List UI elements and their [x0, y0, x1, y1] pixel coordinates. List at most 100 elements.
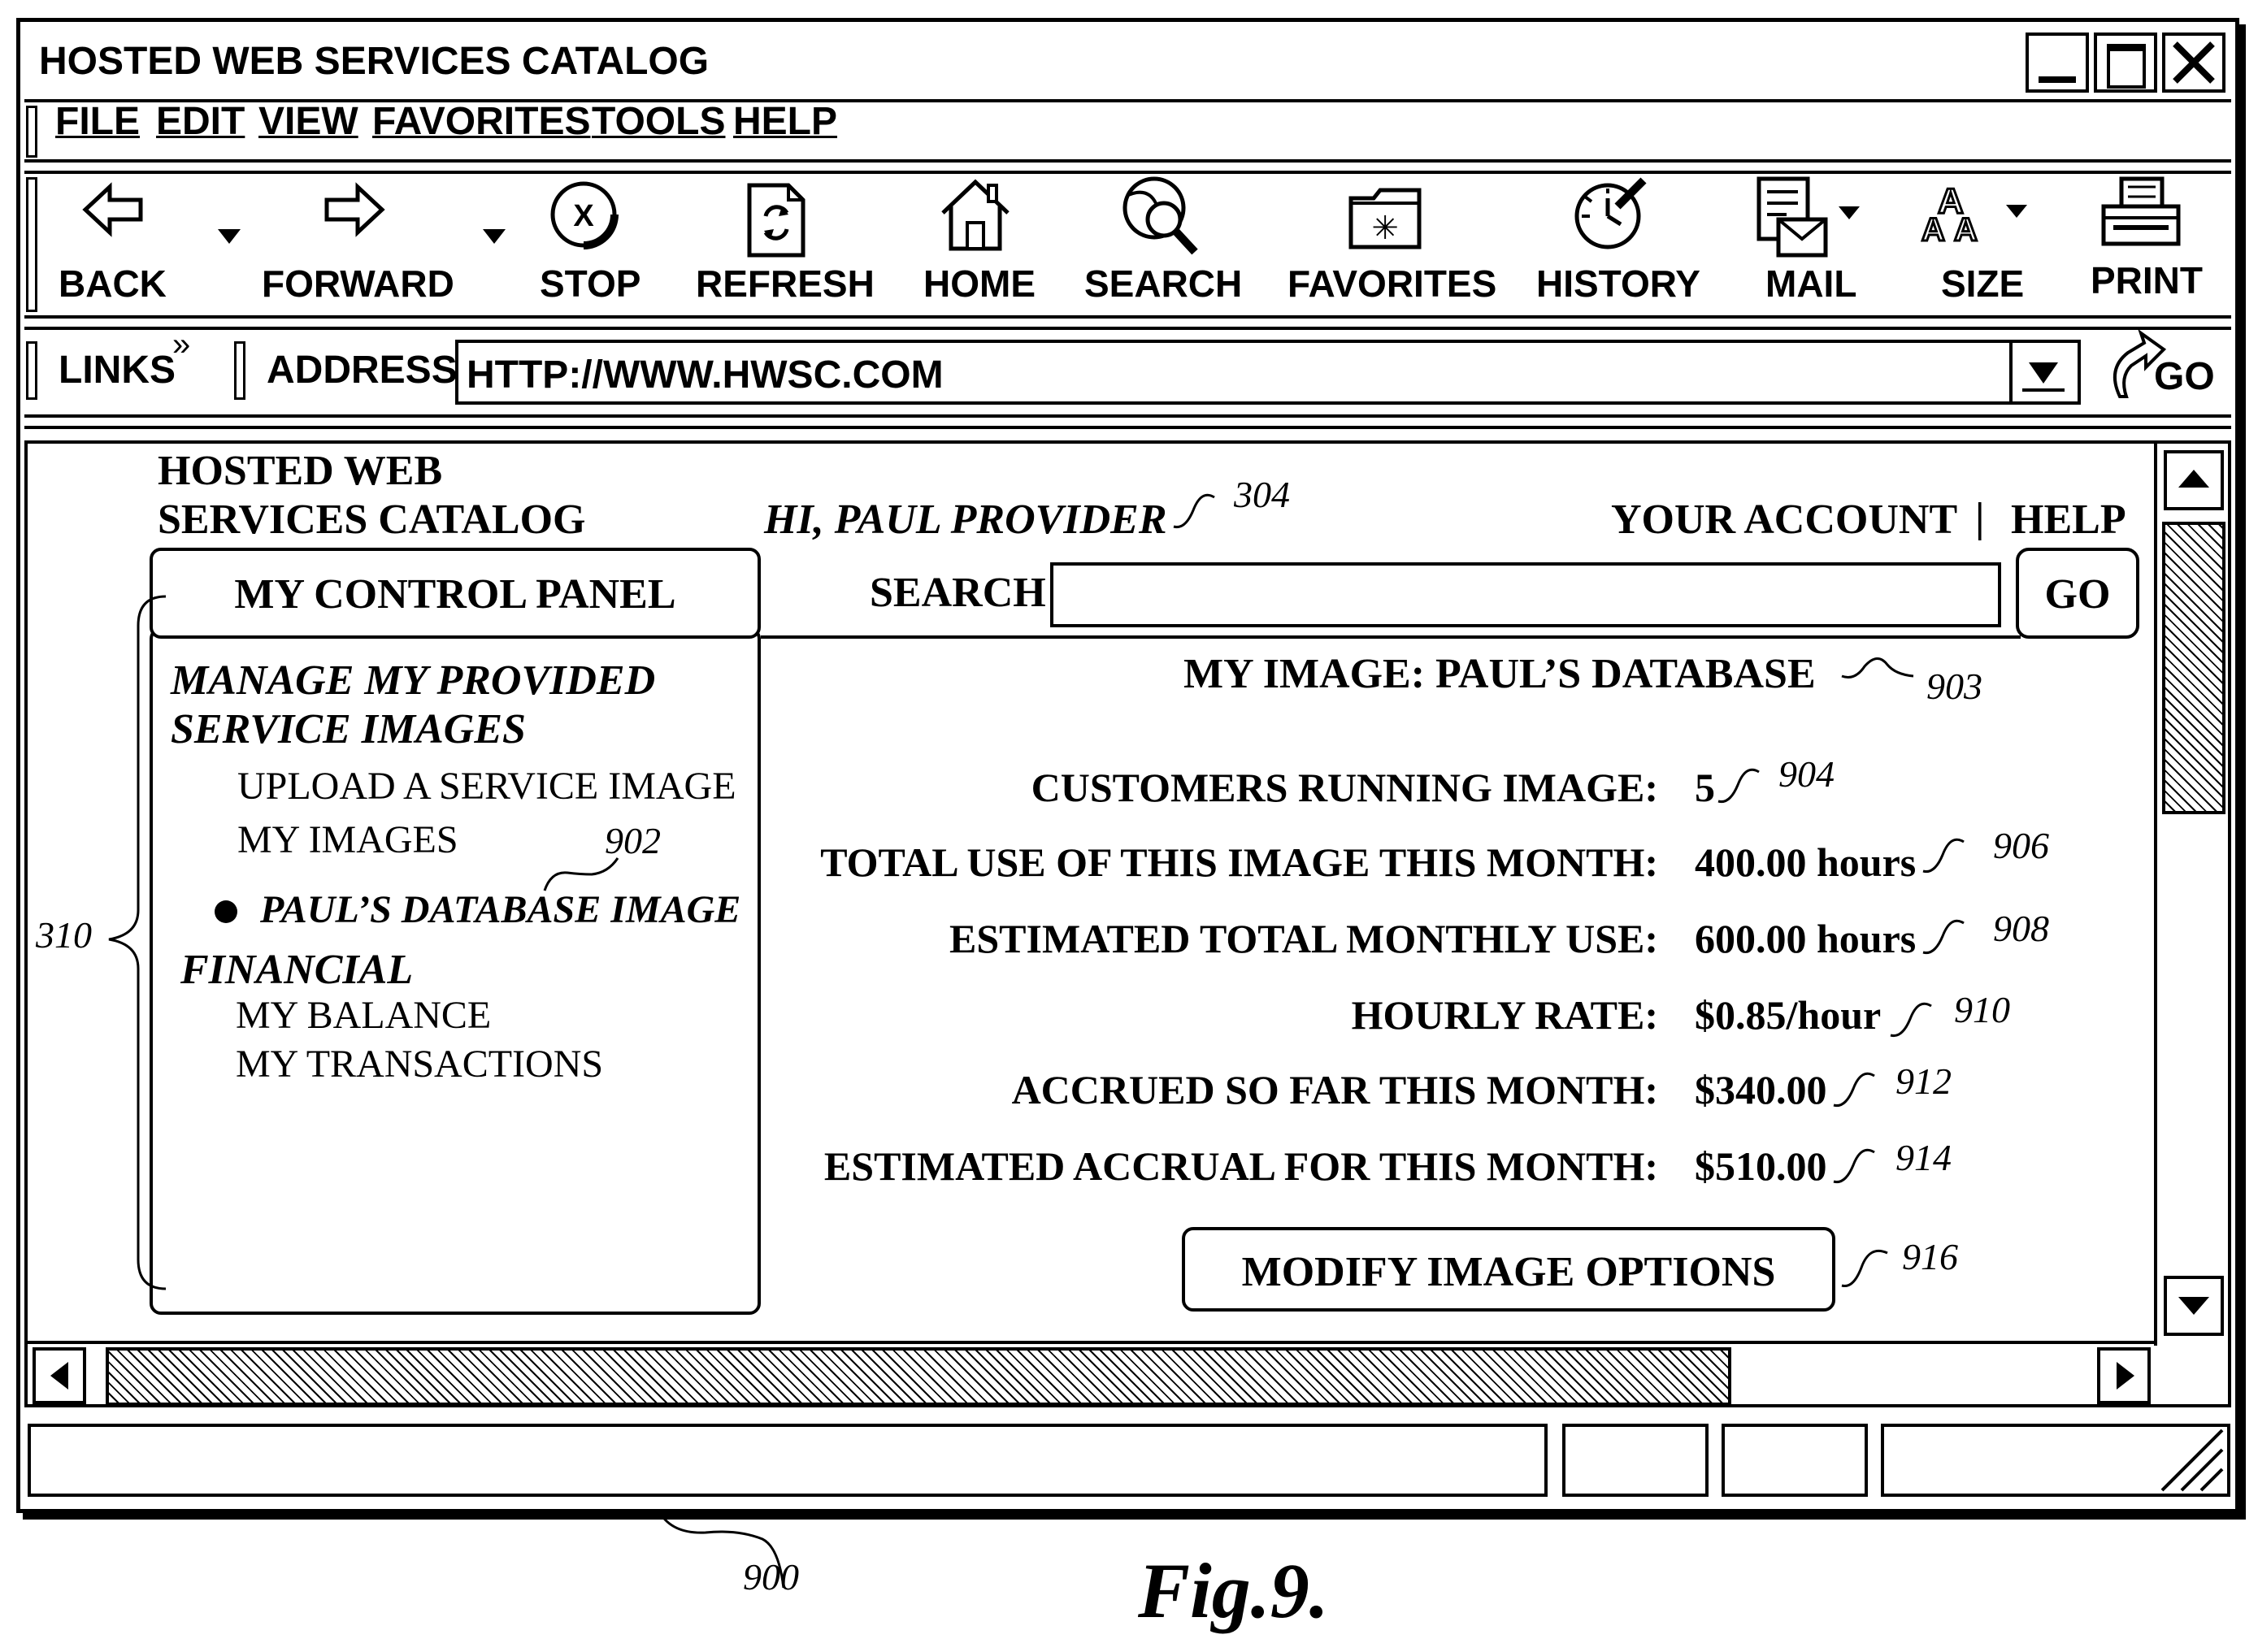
mail-icon[interactable] — [1751, 174, 1865, 263]
printer-icon[interactable] — [2097, 174, 2186, 255]
toolbar-mail-label[interactable]: MAIL — [1765, 262, 1856, 306]
back-arrow-icon[interactable] — [77, 177, 150, 242]
toolbar-search-label[interactable]: SEARCH — [1084, 262, 1242, 306]
status-bar-pane-3 — [1881, 1424, 2230, 1497]
menu-tools[interactable]: TOOLS — [592, 99, 725, 144]
ref-label-910: 910 — [1954, 988, 2010, 1031]
toolbar-stop-label[interactable]: STOP — [540, 262, 640, 306]
ref-leader-304 — [1170, 484, 1235, 533]
sidebar-section-services-line-1: MANAGE MY PROVIDED — [171, 657, 655, 705]
address-url: HTTP://WWW.HWSC.COM — [467, 353, 944, 397]
ref-label-310: 310 — [36, 913, 92, 956]
figure-caption: Fig.9. — [1138, 1546, 1329, 1636]
links-label[interactable]: LINKS — [59, 348, 176, 392]
resize-grip-icon[interactable] — [2138, 1425, 2227, 1494]
horizontal-scrollbar[interactable] — [28, 1341, 2154, 1409]
menu-favorites[interactable]: FAVORITES — [372, 99, 590, 144]
sidebar-section-services-line-2: SERVICE IMAGES — [171, 705, 526, 753]
toolbar-forward-label[interactable]: FORWARD — [262, 262, 454, 306]
sidebar-item-transactions[interactable]: MY TRANSACTIONS — [236, 1042, 603, 1086]
links-grip — [26, 341, 37, 400]
menu-file-label: FILE — [55, 100, 140, 143]
ref-label-906: 906 — [1993, 824, 2049, 867]
scroll-left-icon — [36, 1351, 85, 1401]
text-size-icon[interactable]: AAA — [1920, 176, 2034, 257]
address-label: ADDRESS — [267, 348, 458, 392]
tab-baseline — [761, 635, 2021, 639]
control-panel-label: MY CONTROL PANEL — [153, 570, 758, 618]
address-dropdown-button[interactable] — [2009, 343, 2078, 401]
image-title: MY IMAGE: PAUL’S DATABASE — [1183, 650, 1816, 698]
menu-favorites-label: FAVORITES — [372, 100, 590, 143]
ref-leader-908 — [1920, 910, 1985, 959]
scroll-right-icon — [2100, 1351, 2149, 1401]
horizontal-scroll-thumb[interactable] — [106, 1347, 1731, 1406]
modify-image-options-button[interactable]: MODIFY IMAGE OPTIONS — [1182, 1227, 1835, 1312]
scroll-right-button[interactable] — [2097, 1347, 2151, 1404]
window-title: HOSTED WEB SERVICES CATALOG — [39, 39, 709, 84]
selected-bullet — [215, 900, 237, 923]
menu-file[interactable]: FILE — [55, 99, 140, 144]
refresh-icon[interactable] — [741, 180, 814, 262]
toolbar-grip — [26, 177, 37, 312]
forward-arrow-icon[interactable] — [317, 177, 390, 242]
scroll-left-button[interactable] — [33, 1347, 86, 1404]
chevron-down-icon — [2014, 345, 2071, 401]
ref-leader-906 — [1920, 829, 1985, 878]
help-link[interactable]: HELP — [2011, 496, 2126, 544]
history-clock-icon[interactable] — [1569, 174, 1650, 255]
minimize-icon — [2039, 76, 2076, 83]
status-bar-main — [28, 1424, 1548, 1497]
search-globe-icon[interactable] — [1115, 171, 1205, 260]
favorites-folder-icon[interactable]: ✳ — [1344, 180, 1426, 254]
toolbar-refresh-label[interactable]: REFRESH — [696, 262, 875, 306]
minimize-button[interactable] — [2026, 33, 2089, 93]
close-icon — [2165, 36, 2222, 89]
search-input[interactable] — [1050, 562, 2001, 627]
address-input[interactable]: HTTP://WWW.HWSC.COM — [455, 340, 2081, 405]
stop-icon[interactable]: X — [543, 174, 624, 255]
sidebar-item-balance[interactable]: MY BALANCE — [236, 993, 491, 1038]
ref-label-904: 904 — [1778, 752, 1835, 796]
sidebar-item-pauls-database-image[interactable]: PAUL’S DATABASE IMAGE — [260, 887, 740, 932]
toolbar-home-label[interactable]: HOME — [923, 262, 1036, 306]
menu-view[interactable]: VIEW — [258, 99, 358, 144]
address-go-label: GO — [2154, 354, 2215, 399]
svg-text:X: X — [573, 199, 594, 233]
maximize-button[interactable] — [2094, 33, 2157, 93]
address-go-button[interactable]: GO — [2104, 328, 2225, 401]
control-panel-tab[interactable]: MY CONTROL PANEL — [150, 548, 761, 639]
your-account-link[interactable]: YOUR ACCOUNT — [1611, 496, 1957, 544]
ref-label-902: 902 — [605, 819, 661, 862]
sidebar-item-my-images[interactable]: MY IMAGES — [237, 817, 458, 862]
vertical-scrollbar[interactable] — [2154, 444, 2231, 1346]
links-chevron-icon[interactable]: » — [172, 327, 190, 363]
brand-line-1: HOSTED WEB — [158, 447, 442, 495]
ref-leader-916 — [1839, 1237, 1904, 1294]
toolbar-history-label[interactable]: HISTORY — [1536, 262, 1700, 306]
menu-tools-label: TOOLS — [592, 100, 725, 143]
search-go-button[interactable]: GO — [2016, 548, 2139, 639]
close-button[interactable] — [2162, 33, 2225, 93]
scroll-down-button[interactable] — [2164, 1276, 2224, 1336]
back-dropdown-icon[interactable] — [213, 224, 245, 249]
brand-line-2: SERVICES CATALOG — [158, 496, 585, 544]
forward-dropdown-icon[interactable] — [478, 224, 510, 249]
toolbar-print-label[interactable]: PRINT — [2091, 258, 2203, 302]
detail-value-estimated-use: 600.00 hours — [1695, 915, 1916, 962]
menu-edit[interactable]: EDIT — [156, 99, 245, 144]
svg-text:A: A — [1954, 212, 1978, 248]
home-icon[interactable] — [935, 174, 1016, 255]
vertical-scroll-thumb[interactable] — [2162, 522, 2225, 814]
detail-label-hourly-rate: HOURLY RATE: — [748, 991, 1658, 1038]
toolbar-size-label[interactable]: SIZE — [1941, 262, 2024, 306]
detail-label-estimated-accrual: ESTIMATED ACCRUAL FOR THIS MONTH: — [748, 1143, 1658, 1190]
ref-label-914: 914 — [1895, 1136, 1952, 1179]
greeting: HI, PAUL PROVIDER — [764, 496, 1167, 544]
toolbar-back-label[interactable]: BACK — [59, 262, 167, 306]
address-grip — [234, 341, 245, 400]
menu-help[interactable]: HELP — [733, 99, 837, 144]
sidebar-item-upload[interactable]: UPLOAD A SERVICE IMAGE — [237, 764, 736, 809]
toolbar-favorites-label[interactable]: FAVORITES — [1287, 262, 1496, 306]
scroll-up-button[interactable] — [2164, 450, 2224, 510]
